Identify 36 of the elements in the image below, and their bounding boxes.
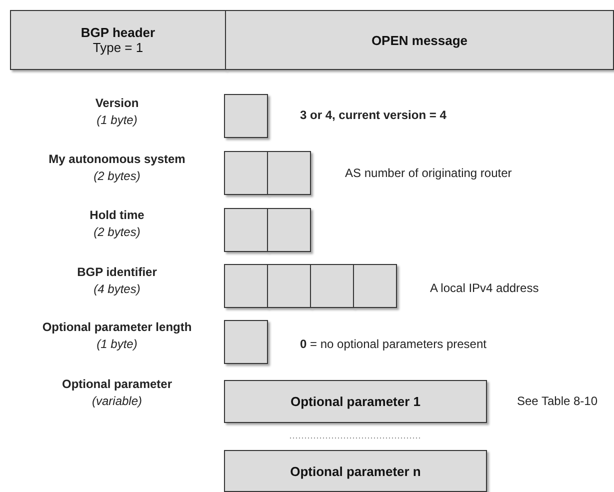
- byte-cell: [224, 320, 268, 364]
- parameter-field: [224, 380, 487, 423]
- byte-cell: [353, 264, 397, 308]
- field-description: 0 = no optional parameters present: [300, 337, 486, 351]
- field-size: (variable): [92, 394, 142, 408]
- field-size: (2 bytes): [94, 169, 140, 183]
- byte-cell: [267, 264, 311, 308]
- byte-cell: [267, 151, 311, 195]
- header-field: [10, 10, 226, 70]
- field-size: (2 bytes): [94, 225, 140, 239]
- field-value: Type = 1: [92, 40, 144, 55]
- field-name: BGP header: [80, 25, 156, 40]
- field-name: My autonomous system: [48, 152, 186, 166]
- byte-cell: [224, 264, 268, 308]
- field-name: Optional parameter length: [42, 320, 192, 334]
- field-size: (4 bytes): [94, 282, 140, 296]
- field-description: AS number of originating router: [345, 166, 512, 180]
- field-name: Version: [95, 96, 139, 110]
- field-name: Optional parameter: [62, 377, 172, 391]
- field-name: BGP identifier: [77, 265, 157, 279]
- field-name: OPEN message: [371, 32, 468, 48]
- field-size: (1 byte): [96, 113, 138, 127]
- field-description: A local IPv4 address: [430, 281, 539, 295]
- message-field: [225, 10, 614, 70]
- field-name: Optional parameter 1: [290, 394, 421, 409]
- field-name: Hold time: [90, 208, 144, 222]
- byte-cell: [267, 208, 311, 252]
- field-description: See Table 8-10: [517, 394, 598, 408]
- field-description: 3 or 4, current version = 4: [300, 108, 446, 122]
- byte-cell: [310, 264, 354, 308]
- byte-cell: [224, 208, 268, 252]
- byte-cell: [224, 94, 268, 138]
- byte-cell: [224, 151, 268, 195]
- field-name: Optional parameter n: [290, 464, 421, 478]
- parameter-field: [224, 450, 487, 492]
- field-size: (1 byte): [96, 337, 138, 351]
